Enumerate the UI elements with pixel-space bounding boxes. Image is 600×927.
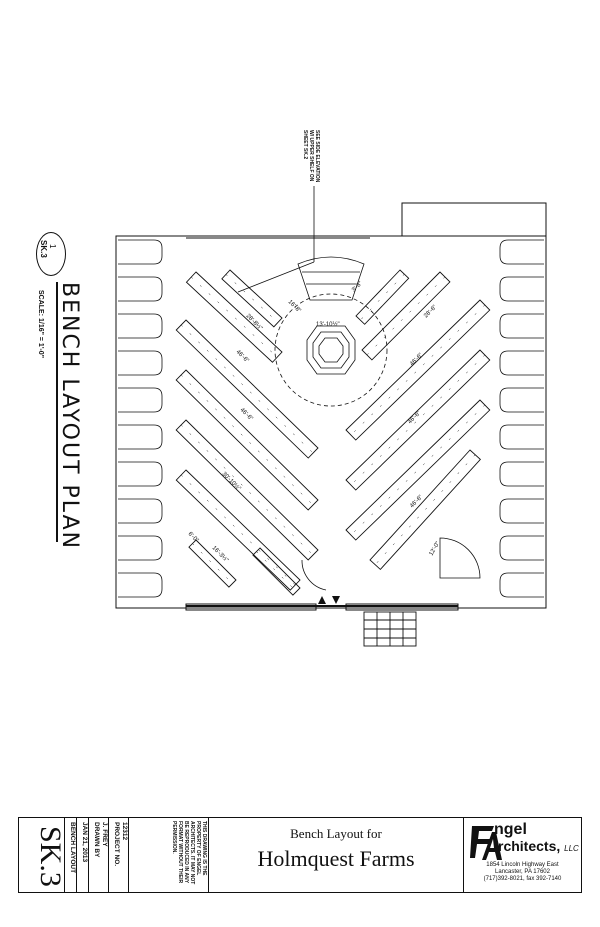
diagonal-bench [345,299,491,441]
perimeter-bench-right [499,313,544,339]
perimeter-bench-right [499,387,544,413]
dimension-label: 46'-6" [239,407,254,422]
perimeter-bench-left [118,239,163,265]
bench-centerline [191,276,278,358]
perimeter-bench-left [118,387,163,413]
bench-centerline [180,474,296,586]
perimeter-bench-right [499,276,544,302]
diagonal-bench [345,349,491,491]
bench-centerline [180,424,314,556]
section-tag-sheet: SK.3 [39,240,48,258]
project-no-cell: 12312 PROJECT NO. [109,818,129,892]
perimeter-bench-left [118,424,163,450]
firm-logo-icon [470,826,502,860]
date-cell: JAN 21, 2013 [77,818,89,892]
perimeter-bench-left [118,461,163,487]
dimension-label: 46'-6" [409,494,424,509]
disclaimer: THIS DRAWING IS THE PROPERTY OF ENGEL AR… [171,821,207,885]
center-fountain [274,256,388,407]
plan-title-rule [56,282,58,542]
dimension-label: 13'-10½" [316,321,340,328]
perimeter-bench-right [499,535,544,561]
dimension-label: 12'-0" [429,541,442,557]
dimension-label: 30'-10½" [221,470,243,492]
perimeter-bench-right [499,461,544,487]
diagonal-bench [175,319,319,459]
dimension-label: 16'-8" [287,299,302,314]
exterior-grid [363,611,417,647]
diagonal-bench [221,269,283,328]
diagonal-bench [361,271,451,361]
project-no: 12312 [121,822,128,841]
title-block: SK.3 BENCH LAYOUT JAN 21, 2013 J. FREY D… [18,817,582,893]
bench-centerline [180,324,314,454]
firm-address-line2: Lancaster, PA 17602 [495,869,550,875]
vestibule [401,202,547,236]
dimension-label: 46'-6" [409,352,424,367]
diagonal-bench [185,271,283,363]
diagonal-bench [188,539,237,588]
note-leader-diag [237,261,315,293]
dimension-label: 16'-3½" [211,544,230,563]
diagonal-bench [252,547,301,596]
project-subtitle: Bench Layout for [290,826,382,841]
bench-centerline [374,454,476,565]
project-no-label: PROJECT NO. [113,822,120,867]
sheet-number-cell: SK.3 [19,818,65,892]
diagonal-bench [175,369,319,511]
section-tag-number: 1 [48,244,57,249]
firm-name-line2: rchitects, LLC [498,838,579,854]
disclaimer-cell: THIS DRAWING IS THE PROPERTY OF ENGEL AR… [129,818,209,892]
project-name: Holmquest Farms [257,846,415,871]
bench-centerline [350,354,486,486]
perimeter-bench-right [499,350,544,376]
firm-address-line1: 1854 Lincoln Highway East [486,862,559,868]
plan-title: BENCH LAYOUT PLAN [57,282,82,551]
bench-centerline [366,276,446,356]
perimeter-bench-left [118,276,163,302]
diagonal-bench [355,269,410,325]
sheet-name-cell: BENCH LAYOUT [65,818,77,892]
diagonal-bench [369,449,481,571]
perimeter-bench-left [118,572,163,598]
entry-threshold-right [345,603,459,611]
perimeter-bench-left [118,313,163,339]
drawn-by-cell: J. FREY DRAWN BY [89,818,109,892]
perimeter-bench-right [499,424,544,450]
perimeter-bench-right [499,498,544,524]
sheet-number: SK.3 [34,826,65,887]
bench-centerline [180,374,314,506]
firm-phone: (717)392-8021, fax 392-7140 [483,876,562,882]
diagonal-bench [175,419,319,561]
scale-note: SCALE: 1/16" = 1'-0" [37,290,44,359]
dimension-label: 46'-6" [235,349,250,364]
sheet-name: BENCH LAYOUT [69,822,76,874]
dimension-label: 3'-8" [351,281,364,294]
perimeter-bench-left [118,535,163,561]
date: JAN 21, 2013 [81,822,88,863]
perimeter-bench-left [118,350,163,376]
drawn-by-label: DRAWN BY [93,822,100,858]
perimeter-bench-right [499,239,544,265]
firm-name-line1: ngel [494,821,527,838]
firm-name-architects: rchitects, [498,838,561,854]
bench-centerline [350,404,486,536]
building-outline [115,235,547,609]
entry-arrows [318,596,340,604]
diagonal-bench [175,469,301,591]
project-title-cell: Bench Layout for Holmquest Farms [209,818,464,892]
firm-llc: LLC [564,844,579,853]
firm-cell: ngel rchitects, LLC 1854 Lincoln Highway… [464,818,581,892]
door-swing [301,537,481,591]
drawn-by: J. FREY [101,822,108,847]
bench-centerline [360,273,405,321]
entry-threshold [185,603,317,611]
perimeter-bench-left [118,498,163,524]
section-tag-circle [36,232,66,276]
diagonal-bench [345,399,491,541]
side-elevation-note: SEE SIDE ELEVATION W/ UPPER SHELF ON SHE… [302,130,320,183]
perimeter-bench-right [499,572,544,598]
